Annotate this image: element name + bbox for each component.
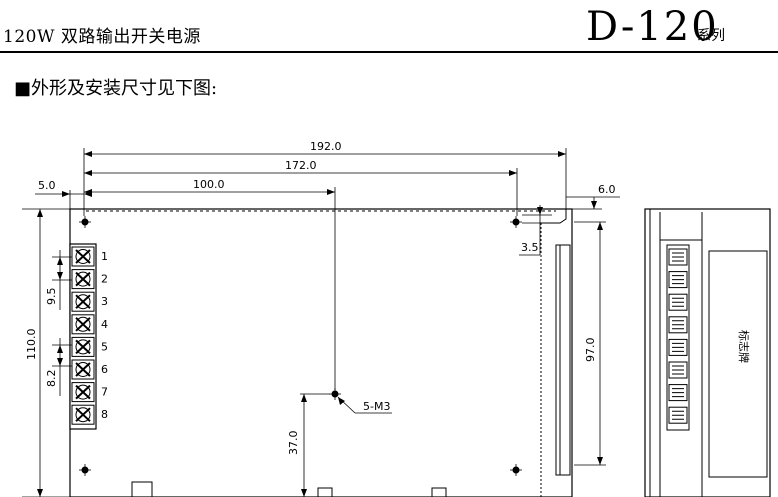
foot-3 <box>431 487 447 497</box>
dim-right-offset: 6.0 <box>598 183 616 196</box>
side-terminal-cell <box>668 293 688 311</box>
case-outline <box>69 208 573 497</box>
header-rule <box>0 51 778 53</box>
terminal-cells <box>71 246 95 425</box>
terminal-screw-head <box>75 362 91 377</box>
terminal-screw-slot <box>75 362 91 377</box>
terminal-label: 8 <box>101 408 108 421</box>
heatsink-strip <box>555 244 571 476</box>
terminal-labels: 1 2 3 4 5 6 7 8 <box>101 250 108 421</box>
terminal-screw-slot <box>75 294 91 309</box>
side-terminal-ridges <box>672 365 684 375</box>
terminal-label: 6 <box>101 363 108 376</box>
foot-2 <box>317 487 333 497</box>
terminal-screw-head <box>75 294 91 310</box>
side-terminal-ridges <box>672 342 684 352</box>
dim-overall-length: 192.0 <box>310 140 342 153</box>
terminal-label: 5 <box>101 340 108 353</box>
terminal-screw-slot <box>75 271 91 287</box>
side-terminal-cell <box>668 248 688 266</box>
dim-hole-height: 97.0 <box>584 338 597 363</box>
side-view <box>644 208 771 497</box>
side-terminal-ridges <box>672 410 684 420</box>
side-terminal-cell <box>668 384 688 402</box>
section-subtitle: ■外形及安装尺寸见下图: <box>14 78 218 99</box>
dim-left-offset: 5.0 <box>38 179 56 192</box>
terminal-screw-head <box>75 407 91 423</box>
product-title: 120W 双路输出开关电源 <box>3 27 201 47</box>
dim-terminal-pitch: 9.5 <box>45 288 58 306</box>
terminal-label: 1 <box>101 250 108 263</box>
dim-center-hole-height: 37.0 <box>287 431 300 456</box>
terminal-screw-head <box>75 249 91 264</box>
terminal-screw-slot <box>75 407 91 422</box>
dim-height: 110.0 <box>25 329 38 361</box>
side-terminal-cell <box>668 338 688 356</box>
terminal-screw-slot <box>75 249 91 264</box>
side-terminal-ridges <box>672 320 684 330</box>
hole-crosshairs <box>79 216 522 476</box>
hole-callout: 5-M3 <box>363 400 390 413</box>
foot-1 <box>131 481 153 497</box>
terminal-label: 3 <box>101 295 108 308</box>
dim-hole-span: 172.0 <box>285 159 317 172</box>
series-label: 系列 <box>697 28 725 44</box>
terminal-screw-head <box>75 271 91 287</box>
terminal-screw-head <box>75 339 91 355</box>
side-terminal-cell <box>668 316 688 334</box>
terminal-screw-slot <box>75 384 91 400</box>
dim-top-offset: 3.5 <box>521 241 539 254</box>
side-terminal-ridges <box>672 252 684 262</box>
terminal-screw-head <box>75 316 91 332</box>
terminal-label: 7 <box>101 386 108 399</box>
terminal-label: 4 <box>101 318 108 331</box>
side-terminal-ridges <box>672 297 684 307</box>
side-terminal-ridges <box>672 388 684 398</box>
model-number: D-120 <box>586 4 719 50</box>
side-terminal-cells <box>668 248 688 424</box>
terminal-label: 2 <box>101 273 108 286</box>
right-flange <box>540 208 567 224</box>
dim-terminal-group: 8.2 <box>45 370 58 388</box>
terminal-screw-head <box>75 384 91 400</box>
side-terminal-ridges <box>672 275 684 285</box>
terminal-block <box>69 243 97 430</box>
dimension-arrows <box>37 151 603 497</box>
side-terminal-cell <box>668 271 688 289</box>
side-terminal-cell <box>668 406 688 424</box>
label-plate-text: 标志牌 <box>737 330 751 363</box>
label-plate <box>708 250 768 478</box>
front-view <box>69 208 573 497</box>
side-terminal-cell <box>668 361 688 379</box>
terminal-screw-slot <box>75 317 91 332</box>
dimension-lines <box>22 148 620 497</box>
terminal-screw-slot <box>75 339 91 355</box>
side-terminal-block <box>666 244 690 431</box>
mounting-holes <box>81 218 520 474</box>
dim-center-hole: 100.0 <box>193 178 225 191</box>
